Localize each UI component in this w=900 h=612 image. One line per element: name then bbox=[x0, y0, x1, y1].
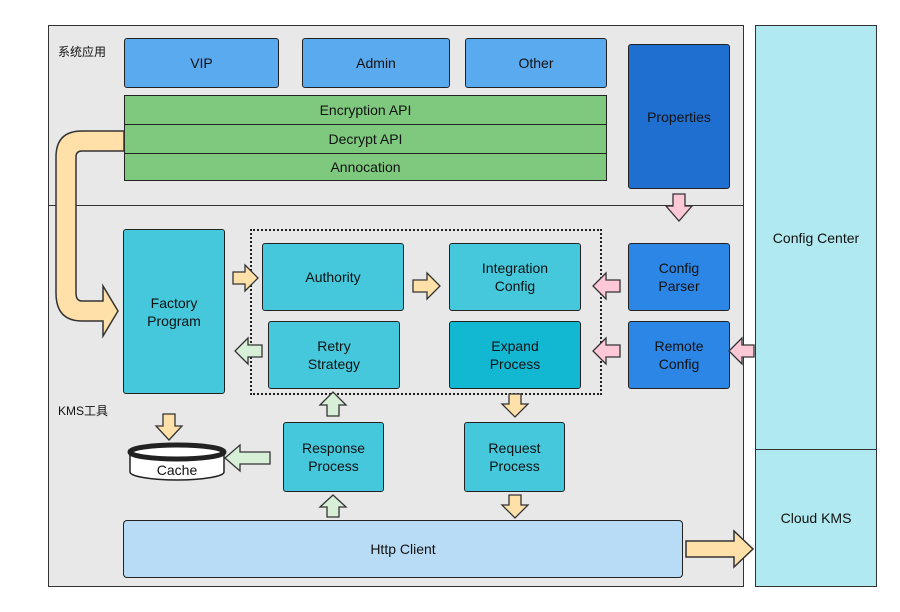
annotation-box: Annocation bbox=[124, 153, 607, 181]
encryption-api-box: Encryption API bbox=[124, 95, 607, 125]
factory-program-box: Factory Program bbox=[123, 229, 225, 394]
system-apps-label: 系统应用 bbox=[58, 45, 107, 59]
core-group-border bbox=[250, 229, 602, 395]
http-client-box: Http Client bbox=[123, 520, 683, 578]
vip-box: VIP bbox=[124, 38, 279, 88]
kms-tool-label: KMS工具 bbox=[58, 404, 109, 418]
admin-box: Admin bbox=[302, 38, 450, 88]
cloud-kms-box: Cloud KMS bbox=[755, 449, 877, 587]
request-process-box: Request Process bbox=[464, 422, 565, 492]
authority-box: Authority bbox=[262, 243, 404, 311]
retry-strategy-box: Retry Strategy bbox=[268, 321, 400, 389]
expand-process-box: Expand Process bbox=[449, 321, 581, 389]
config-parser-box: Config Parser bbox=[628, 243, 730, 311]
remote-config-box: Remote Config bbox=[628, 321, 730, 389]
cache-label: Cache bbox=[156, 462, 198, 478]
decrypt-api-box: Decrypt API bbox=[124, 124, 607, 154]
integration-config-box: Integration Config bbox=[449, 243, 581, 311]
config-center-box: Config Center bbox=[755, 25, 877, 450]
other-box: Other bbox=[465, 38, 607, 88]
properties-box: Properties bbox=[628, 44, 730, 189]
response-process-box: Response Process bbox=[283, 422, 384, 492]
